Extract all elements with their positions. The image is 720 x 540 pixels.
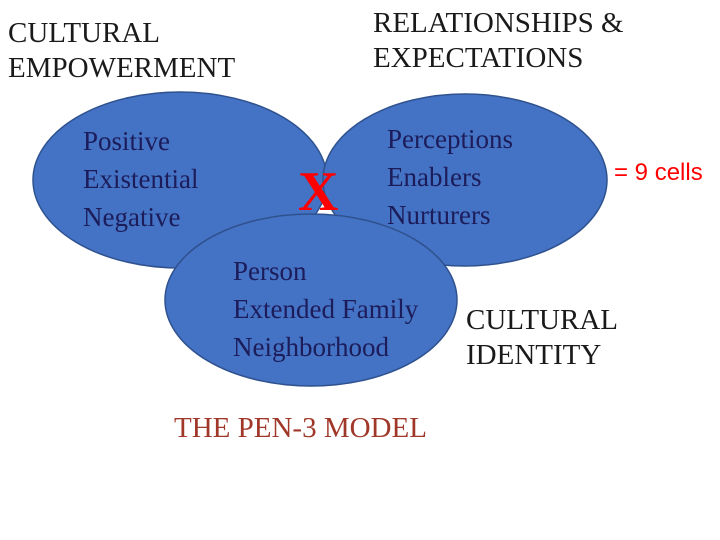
label-relationships-line1: RELATIONSHIPS & <box>373 7 624 39</box>
ellipse-bottom-text: Person Extended Family Neighborhood <box>233 252 418 366</box>
diagram-title: THE PEN-3 MODEL <box>174 412 427 444</box>
label-cultural-empowerment: CULTURAL EMPOWERMENT <box>8 16 235 86</box>
label-cultural-empowerment-line2: EMPOWERMENT <box>8 52 236 84</box>
multiply-symbol: X <box>298 161 339 223</box>
item-nurturers: Nurturers <box>387 200 491 230</box>
item-perceptions: Perceptions <box>387 124 513 154</box>
item-neighborhood: Neighborhood <box>233 332 389 362</box>
ellipse-cultural-identity <box>164 213 458 387</box>
label-cultural-identity-line1: CULTURAL <box>466 304 618 336</box>
item-person: Person <box>233 256 307 286</box>
label-cultural-identity: CULTURAL IDENTITY <box>466 303 618 373</box>
label-cultural-empowerment-line1: CULTURAL <box>8 17 160 49</box>
item-positive: Positive <box>83 126 171 156</box>
ellipse-right-text: Perceptions Enablers Nurturers <box>387 120 513 234</box>
label-relationships-expectations: RELATIONSHIPS & EXPECTATIONS <box>373 6 624 76</box>
item-extended-family: Extended Family <box>233 294 419 324</box>
result-text: = 9 cells <box>614 159 703 186</box>
item-enablers: Enablers <box>387 162 482 192</box>
item-negative: Negative <box>83 202 181 232</box>
item-existential: Existential <box>83 164 199 194</box>
ellipse-left-text: Positive Existential Negative <box>83 122 198 236</box>
ellipse-relationships-expectations <box>322 93 608 267</box>
label-cultural-identity-line2: IDENTITY <box>466 339 602 371</box>
label-relationships-line2: EXPECTATIONS <box>373 42 584 74</box>
